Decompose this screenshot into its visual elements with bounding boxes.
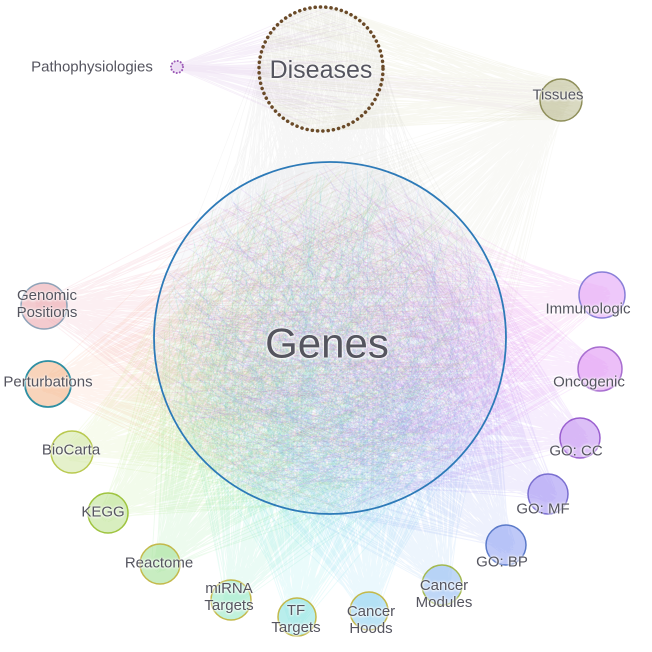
edge-bundle-cancer_hoods-genes	[167, 166, 504, 621]
node-reactome[interactable]	[139, 543, 181, 585]
node-pathophysiologies[interactable]	[170, 60, 184, 74]
node-oncogenic[interactable]	[577, 346, 623, 392]
node-immunologic[interactable]	[578, 271, 626, 319]
edge-bundle-diseases-tissues	[258, 6, 581, 132]
edge-bundle-diseases-genes	[158, 6, 501, 506]
node-cancer_modules[interactable]	[421, 564, 463, 606]
edge-bundle-go_bp-genes	[164, 166, 516, 554]
node-go_bp[interactable]	[485, 524, 527, 566]
node-tf_targets[interactable]	[277, 597, 317, 637]
edge-bundle-tissues-genes	[158, 91, 570, 502]
node-go_cc[interactable]	[559, 417, 601, 459]
edge-bundle-cancer_modules-genes	[156, 169, 494, 594]
node-cancer_hoods[interactable]	[349, 591, 389, 631]
edge-bundle-reactome-genes	[151, 173, 501, 573]
node-diseases[interactable]	[257, 5, 385, 133]
node-tissues[interactable]	[539, 78, 583, 122]
edge-bundle-pathophysiologies-diseases	[173, 8, 371, 127]
node-go_mf[interactable]	[527, 473, 569, 515]
edge-bundle-genomic_positions-genes	[35, 164, 502, 502]
edge-bundle-biocarta-genes	[63, 170, 502, 498]
edge-bundle-mirna_targets-genes	[170, 165, 502, 610]
node-biocarta[interactable]	[50, 430, 94, 474]
node-genes[interactable]	[153, 161, 507, 515]
edge-bundle-tf_targets-genes	[164, 172, 500, 626]
edge-bundle-go_cc-genes	[173, 163, 589, 507]
node-mirna_targets[interactable]	[210, 579, 252, 621]
node-perturbations[interactable]	[24, 360, 72, 408]
edge-bundle-go_mf-genes	[167, 182, 558, 503]
edge-bundle-oncogenic-genes	[161, 185, 609, 510]
edge-bundle-kegg-genes	[98, 176, 502, 523]
edge-bundle-pathophysiologies-tissues	[173, 63, 580, 118]
node-kegg[interactable]	[87, 492, 129, 534]
node-genomic_positions[interactable]	[20, 282, 68, 330]
edge-bundle-perturbations-genes	[38, 169, 481, 511]
